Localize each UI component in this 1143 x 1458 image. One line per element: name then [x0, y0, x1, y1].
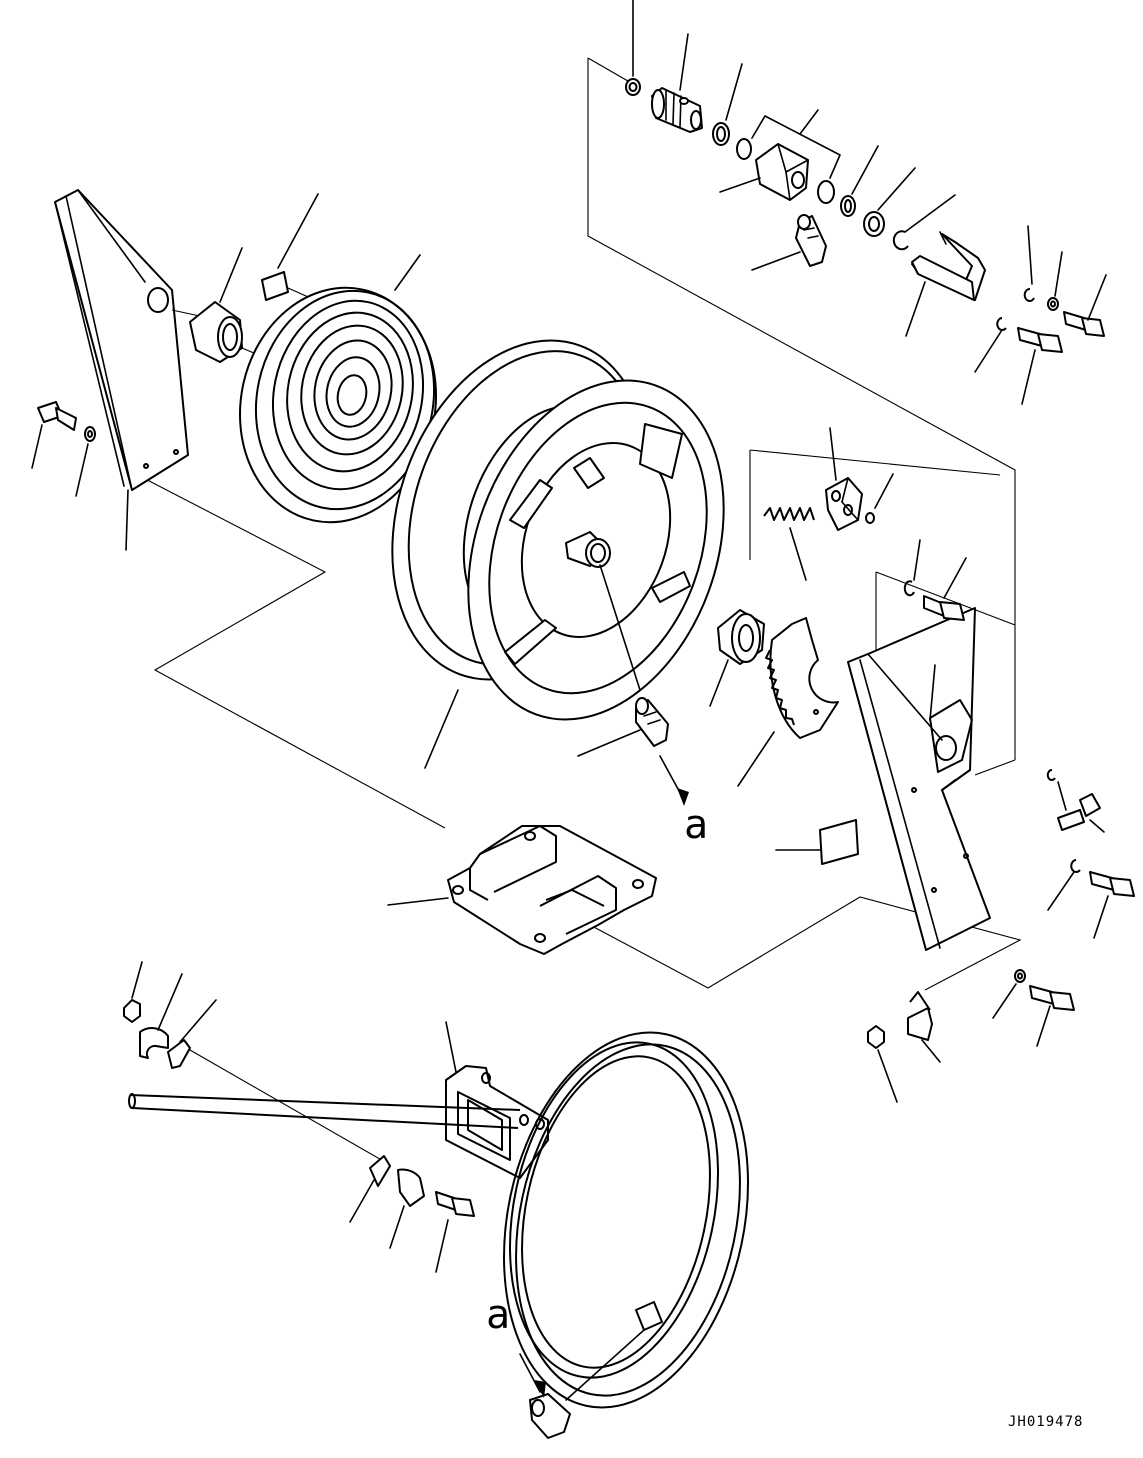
- latch-bracket: [905, 231, 986, 337]
- bolt-left: [31, 401, 96, 497]
- grease-fitting-center: [577, 697, 689, 806]
- label-plate-right: [775, 819, 859, 865]
- assembly-boundary-lines: [127, 57, 1022, 991]
- bolt-top-right: [1017, 274, 1107, 405]
- grease-fitting-top: [751, 214, 827, 271]
- elbow-fitting: [519, 1353, 571, 1439]
- hose-coil: [128, 1031, 749, 1409]
- drawing-code: JH019478: [1008, 1414, 1083, 1430]
- label-plate: [261, 193, 319, 301]
- hose-clamp: [123, 961, 475, 1273]
- collar: [709, 609, 765, 707]
- ratchet-pawl: [825, 427, 894, 531]
- o-ring: [712, 63, 743, 146]
- snap-ring: [892, 194, 956, 251]
- seal-ring: [840, 145, 916, 237]
- elbow-block: [719, 143, 809, 201]
- o-ring-top: [625, 0, 641, 96]
- right-side-plate: [847, 607, 991, 951]
- pawl-spring: [763, 507, 815, 581]
- base-frame: [387, 825, 657, 955]
- small-washer: [974, 225, 1063, 373]
- o-ring-pair: [736, 109, 841, 204]
- callout-a-lower: a: [486, 1292, 510, 1338]
- hose-drum: [391, 339, 725, 769]
- ratchet-segment: [737, 617, 839, 787]
- left-side-plate: [54, 189, 219, 551]
- spiral-spring: [238, 254, 438, 524]
- guide-roller-bracket: [445, 1021, 549, 1179]
- swivel-fitting: [651, 33, 703, 133]
- callout-a-upper: a: [684, 802, 708, 848]
- right-hardware: [867, 539, 1135, 1103]
